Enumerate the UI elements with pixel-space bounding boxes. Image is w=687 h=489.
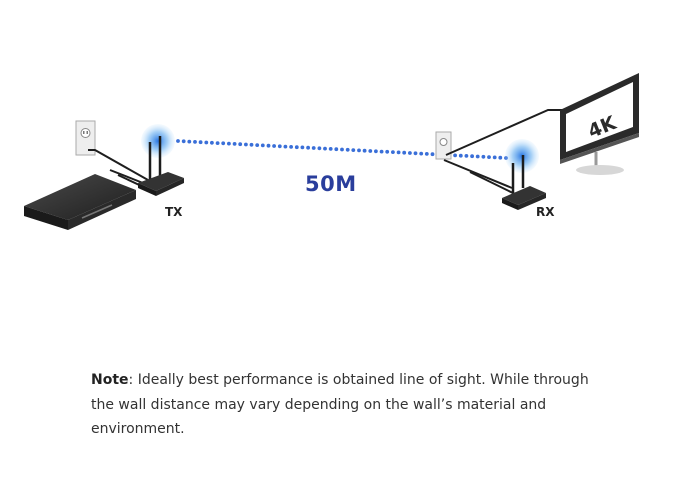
signal-dot [187,139,192,144]
signal-dot [215,141,220,146]
signal-dot [458,153,463,158]
signal-dot [374,149,378,154]
signal-dot [379,149,384,154]
signal-dot [204,140,209,145]
wall-outlet-right-icon [435,131,452,160]
signal-dot [419,151,424,156]
signal-dot [210,140,214,145]
signal-dot [198,140,203,145]
signal-dot [470,154,474,159]
media-player-icon [24,174,136,230]
signal-dot [300,145,305,150]
signal-dot [283,144,288,149]
signal-dot [345,147,350,152]
signal-dot [277,144,282,149]
signal-dot [498,155,503,160]
signal-dot [311,146,316,150]
signal-dot [408,151,412,155]
signal-dot [232,142,237,146]
signal-dot [272,144,276,148]
signal-dot [221,141,226,146]
signal-dot [176,139,180,143]
signal-dot [227,141,231,146]
signal-dot [323,146,327,151]
rx-receiver-icon [502,155,546,210]
signal-dot [351,148,356,153]
signal-dot [362,148,367,153]
wall-outlet-left-icon [75,120,96,156]
signal-dot [424,152,429,156]
signal-dot [294,145,299,150]
signal-dot [334,147,339,152]
note-prefix: Note [91,372,129,388]
signal-dot [255,143,260,148]
signal-dot [475,154,480,159]
signal-dot [266,143,271,148]
signal-dot [413,151,418,156]
note-text: : Ideally best performance is obtained l… [91,372,589,437]
signal-dot [181,139,186,144]
signal-dot [317,146,322,151]
rx-label: RX [536,205,555,219]
signal-dot [368,149,373,153]
signal-dot [306,145,310,150]
signal-dot [328,147,333,151]
signal-dot [249,142,254,147]
signal-dot [193,140,197,144]
signal-dot [260,143,265,148]
signal-dot [430,152,435,157]
tx-signal-glow-icon [141,124,175,158]
tx-label: TX [165,205,183,219]
monitor-4k-icon: 4K [560,73,639,175]
note-paragraph: Note: Ideally best performance is obtain… [91,368,591,442]
signal-dot [385,149,390,154]
signal-dot [487,155,491,160]
signal-dot [238,142,243,147]
cables-right [443,109,566,195]
signal-dot [289,145,293,149]
signal-dot [492,155,497,160]
signal-dot [391,150,395,155]
signal-dot [244,142,248,147]
signal-dot [340,147,344,152]
signal-dot [464,154,469,158]
signal-dot [396,150,401,155]
signal-dot [481,154,486,159]
signal-dot [357,148,361,153]
signal-dot [402,150,407,155]
signal-dot [453,153,457,158]
distance-label: 50M [305,172,357,196]
signal-path [176,139,508,160]
tx-transmitter-icon [138,136,184,196]
